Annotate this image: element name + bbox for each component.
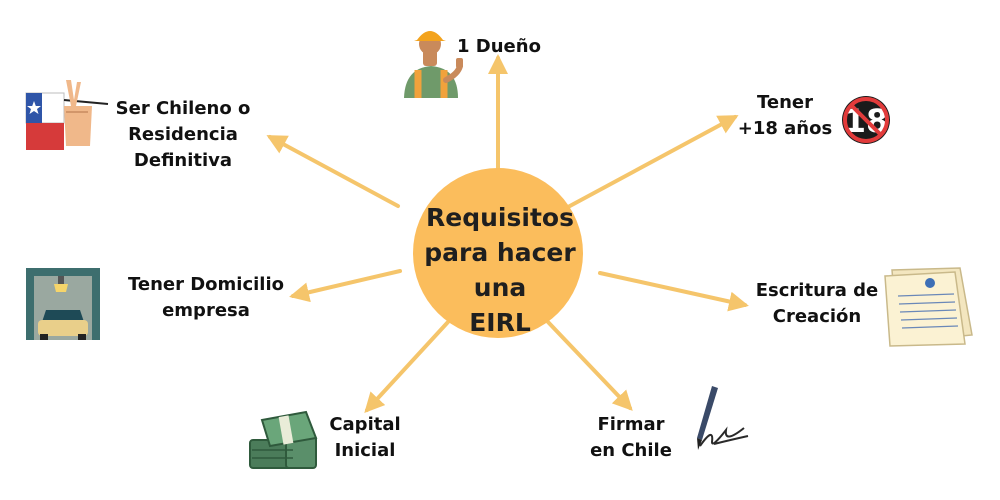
money-stack-icon [249, 410, 318, 469]
plus-18-icon: 18 [842, 96, 890, 144]
label-firmar-line-1: Firmar [597, 414, 665, 435]
garage-car-icon [26, 268, 100, 340]
document-icon [884, 267, 973, 347]
label-firmar-line-2: en Chile [590, 440, 672, 461]
center-title: Requisitos para hacer una EIRL [400, 200, 600, 340]
label-escritura: Escritura de Creación [748, 278, 886, 330]
label-firmar: Firmar en Chile [578, 412, 684, 464]
label-chileno-line-3: Definitiva [133, 150, 233, 171]
center-title-line-1: Requisitos [426, 203, 574, 232]
chile-flag-icon [25, 80, 109, 150]
label-escritura-line-2: Creación [772, 306, 862, 327]
arrow-to-chileno [266, 135, 400, 208]
label-chileno: Ser Chileno o Residencia Definitiva [108, 96, 258, 174]
label-edad: Tener +18 años [730, 90, 840, 142]
label-chileno-line-1: Ser Chileno o [115, 98, 251, 119]
label-escritura-line-1: Escritura de [755, 280, 879, 301]
center-title-line-2: para hacer una [424, 238, 576, 302]
label-domicilio-line-1: Tener Domicilio [127, 274, 285, 295]
label-domicilio-line-2: empresa [162, 300, 250, 321]
label-edad-line-1: Tener [757, 92, 813, 113]
center-circle [413, 168, 583, 338]
label-capital-line-2: Inicial [334, 440, 396, 461]
arrow-to-capital [364, 320, 450, 413]
pen-signature-icon [697, 386, 749, 450]
label-edad-line-2: +18 años [737, 118, 833, 139]
worker-icon [400, 31, 463, 98]
arrow-to-domicilio [289, 269, 402, 303]
label-domicilio: Tener Domicilio empresa [112, 272, 300, 324]
arrow-to-firmar [546, 320, 633, 411]
label-capital: Capital Inicial [315, 412, 415, 464]
arrow-to-edad [566, 115, 739, 209]
label-chileno-line-2: Residencia [128, 124, 238, 145]
label-capital-line-1: Capital [329, 414, 401, 435]
center-title-line-3: EIRL [469, 308, 531, 337]
arrow-to-escritura [598, 271, 749, 312]
label-dueno-line-1: 1 Dueño [457, 36, 541, 57]
label-dueno: 1 Dueño [457, 34, 541, 60]
